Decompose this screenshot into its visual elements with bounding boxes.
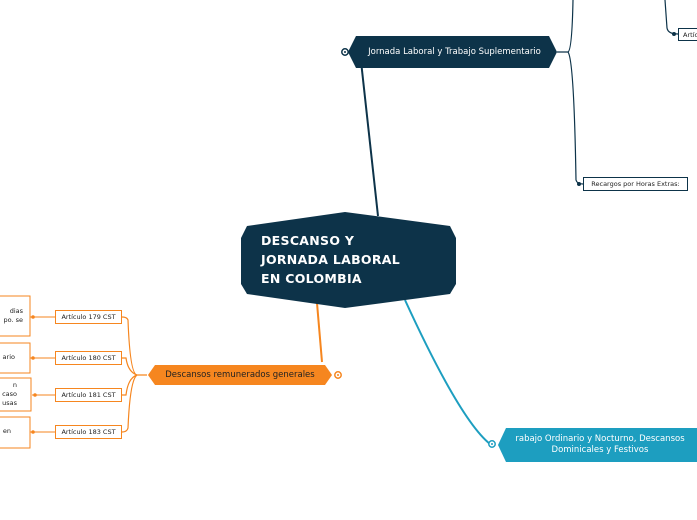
connector-descansos — [316, 302, 323, 363]
detail-text-1: dias po. se — [3, 307, 23, 324]
trabajo-node-label: rabajo Ordinario y Nocturno, Descansos D… — [515, 434, 685, 455]
central-node-title: DESCANSO Y JORNADA LABORAL EN COLOMBIA — [261, 233, 400, 286]
central-node-shape[interactable] — [241, 212, 456, 308]
detail-box-2[interactable] — [0, 342, 31, 374]
descansos-child-181[interactable]: Artículo 181 CST — [55, 388, 122, 402]
descansos-node-label: Descansos remunerados generales — [165, 370, 315, 380]
detail-box-4[interactable] — [0, 416, 31, 449]
connector-trabajo — [404, 299, 491, 445]
jornada-child-artic[interactable]: Artíc — [678, 28, 697, 41]
jornada-child-recargos[interactable]: Recargos por Horas Extras: — [583, 177, 688, 191]
trabajo-node-shape[interactable] — [498, 428, 697, 462]
descansos-child-179[interactable]: Artículo 179 CST — [55, 310, 122, 324]
detail-text-2: ario — [2, 353, 15, 361]
detail-text-3: n caso usas — [2, 381, 17, 407]
detail-box-3[interactable] — [0, 377, 32, 412]
jornada-node-shape[interactable] — [348, 36, 557, 68]
descansos-child-180[interactable]: Artículo 180 CST — [55, 351, 122, 365]
connector-details — [30, 316, 55, 433]
descansos-node-shape[interactable] — [148, 365, 332, 385]
connector-jornada — [359, 51, 379, 217]
detail-box-1[interactable] — [0, 295, 31, 337]
connector-descansos-children — [121, 316, 147, 433]
connector-artic — [664, 0, 679, 35]
detail-text-4: en — [2, 427, 11, 435]
descansos-child-183[interactable]: Artículo 183 CST — [55, 425, 122, 439]
jornada-node-label: Jornada Laboral y Trabajo Suplementario — [368, 46, 541, 57]
connector-jornada-children — [557, 0, 584, 185]
